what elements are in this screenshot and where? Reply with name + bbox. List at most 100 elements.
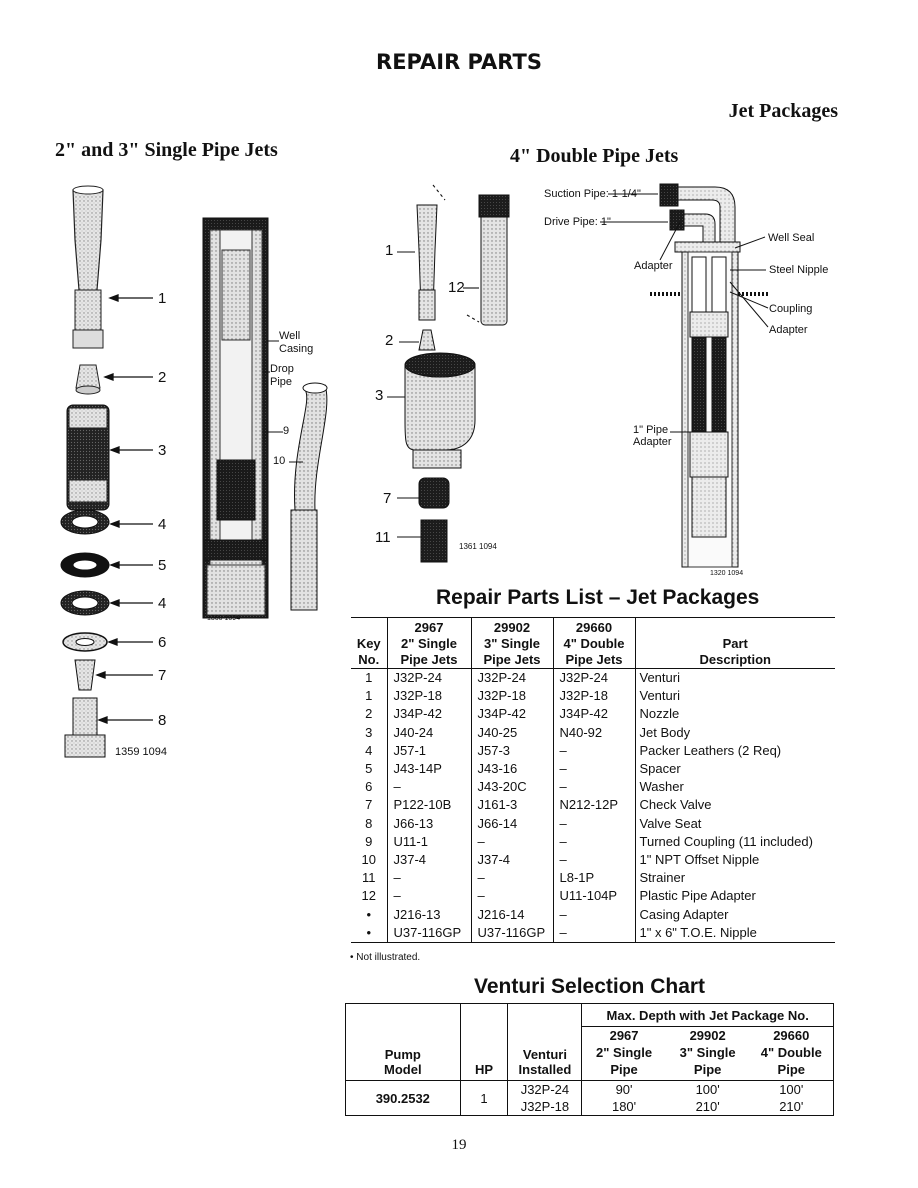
part-29660-cell: – [553,923,636,943]
callout-3: 3 [158,442,167,459]
part-29902-cell: J40-25 [471,723,554,742]
description-cell: Strainer [639,870,686,886]
page-number: 19 [451,1137,467,1153]
description-cell: Casing Adapter [639,906,729,922]
part-29902-cell: J57-3 [471,741,554,761]
description-cell: Jet Body [639,724,691,740]
part-29902-cell: J43-20C [471,778,554,797]
part-29902-cell: – [471,887,554,906]
part-2967-cell: – [387,778,472,797]
single-jet-exploded-drawing [60,185,153,758]
callout-10: 10 [273,455,286,467]
key-cell: 3 [351,723,388,742]
callout-7: 7 [158,667,167,684]
callout-2: 2 [385,332,394,349]
depth-29660-cell: 100'210' [779,1082,804,1114]
pump-model-header: Pump Model [345,1003,461,1081]
part-2967-cell: U11-1 [387,832,472,852]
part-29660-cell: – [553,832,636,852]
col-29902-header: 29902 3" Single Pipe Jets [471,617,554,669]
part-2967-cell: J34P-42 [387,705,472,724]
coupling-label: Coupling [769,303,813,315]
pump-model-cell: 390.2532 [345,1080,461,1116]
part-29902-cell: U37-116GP [471,923,554,943]
key-cell: 5 [351,760,388,779]
adapter-right-label: Adapter [769,324,808,336]
description-cell: Nozzle [639,706,680,722]
part-29902-cell: J34P-42 [471,705,554,724]
key-cell: 12 [351,887,388,906]
depth-29902-cell: 100'210' [695,1082,720,1114]
part-2967-cell: J32P-24 [387,668,472,688]
callout-3: 3 [375,387,384,404]
max-depth-header: Max. Depth with Jet Package No. [581,1003,834,1027]
key-cell: 1 [351,687,388,706]
double-jet-exploded-figure: 1 12 2 3 7 11 1361 1094 [375,180,510,580]
col-29660-header: 29660 4" Double Pipe [760,1028,822,1077]
key-cell: 6 [351,778,388,797]
part-2967-cell: J32P-18 [387,687,472,706]
figure-code: 1360 1094 [207,615,241,622]
part-2967-cell: J43-14P [387,760,472,779]
part-2967-cell: – [387,869,472,888]
part-29660-cell: – [553,814,636,833]
part-2967-cell: – [387,887,472,906]
double-jet-exploded-drawing [387,184,510,563]
part-2967-cell: J40-24 [387,723,472,742]
callout-1: 1 [385,242,394,259]
page-title: REPAIR PARTS [376,50,542,74]
key-cell: 8 [351,814,388,833]
part-29902-cell: J32P-24 [471,668,554,688]
part-2967-cell: J66-13 [387,814,472,833]
well-casing-label: Well Casing [279,330,314,355]
part-29660-cell: J32P-18 [553,687,636,706]
double-pipe-installation-figure: Suction Pipe: 1-1/4" Drive Pipe: 1" Well… [540,182,840,582]
key-cell: 11 [351,869,388,888]
part-29660-cell: – [553,851,636,870]
description-cell: Washer [639,779,684,795]
part-29902-cell: J66-14 [471,814,554,833]
part-2967-cell: U37-116GP [387,923,472,943]
well-installation-figure: Well Casing Drop Pipe 9 10 1360 1094 [195,210,335,630]
description-cell: 1" x 6" T.O.E. Nipple [639,924,757,940]
part-29902-cell: – [471,869,554,888]
hp-cell: 1 [460,1080,509,1116]
footnote: • Not illustrated. [350,952,421,963]
description-cell: Packer Leathers (2 Req) [639,742,782,758]
part-29902-cell: J216-14 [471,905,554,924]
key-header: Key No. [351,617,388,669]
key-cell: 10 [351,851,388,870]
part-2967-cell: P122-10B [387,796,472,815]
callout-4b: 4 [158,595,167,612]
col-2967-header: 2967 2" Single Pipe Jets [387,617,472,669]
key-cell: 9 [351,832,388,852]
part-29902-cell: J32P-18 [471,687,554,706]
part-29660-cell: N40-92 [553,723,636,742]
part-29902-cell: – [471,832,554,852]
callout-7: 7 [383,490,392,507]
key-cell: 4 [351,741,388,761]
hp-header: HP [460,1003,509,1081]
col-29902-header: 29902 3" Single Pipe [679,1028,736,1077]
description-cell: Check Valve [639,797,712,813]
part-29902-cell: J161-3 [471,796,554,815]
callout-6: 6 [158,634,167,651]
part-2967-cell: J57-1 [387,741,472,761]
well-casing-drawing [202,217,328,619]
single-jet-exploded-figure: 1 2 3 4 5 4 6 7 8 1359 1094 [55,180,185,770]
parts-list-title: Repair Parts List – Jet Packages [436,586,760,609]
description-cell: Turned Coupling (11 included) [639,833,813,849]
part-29660-cell: N212-12P [553,796,636,815]
steel-nipple-label: Steel Nipple [769,264,829,276]
key-cell: 1 [351,668,388,688]
